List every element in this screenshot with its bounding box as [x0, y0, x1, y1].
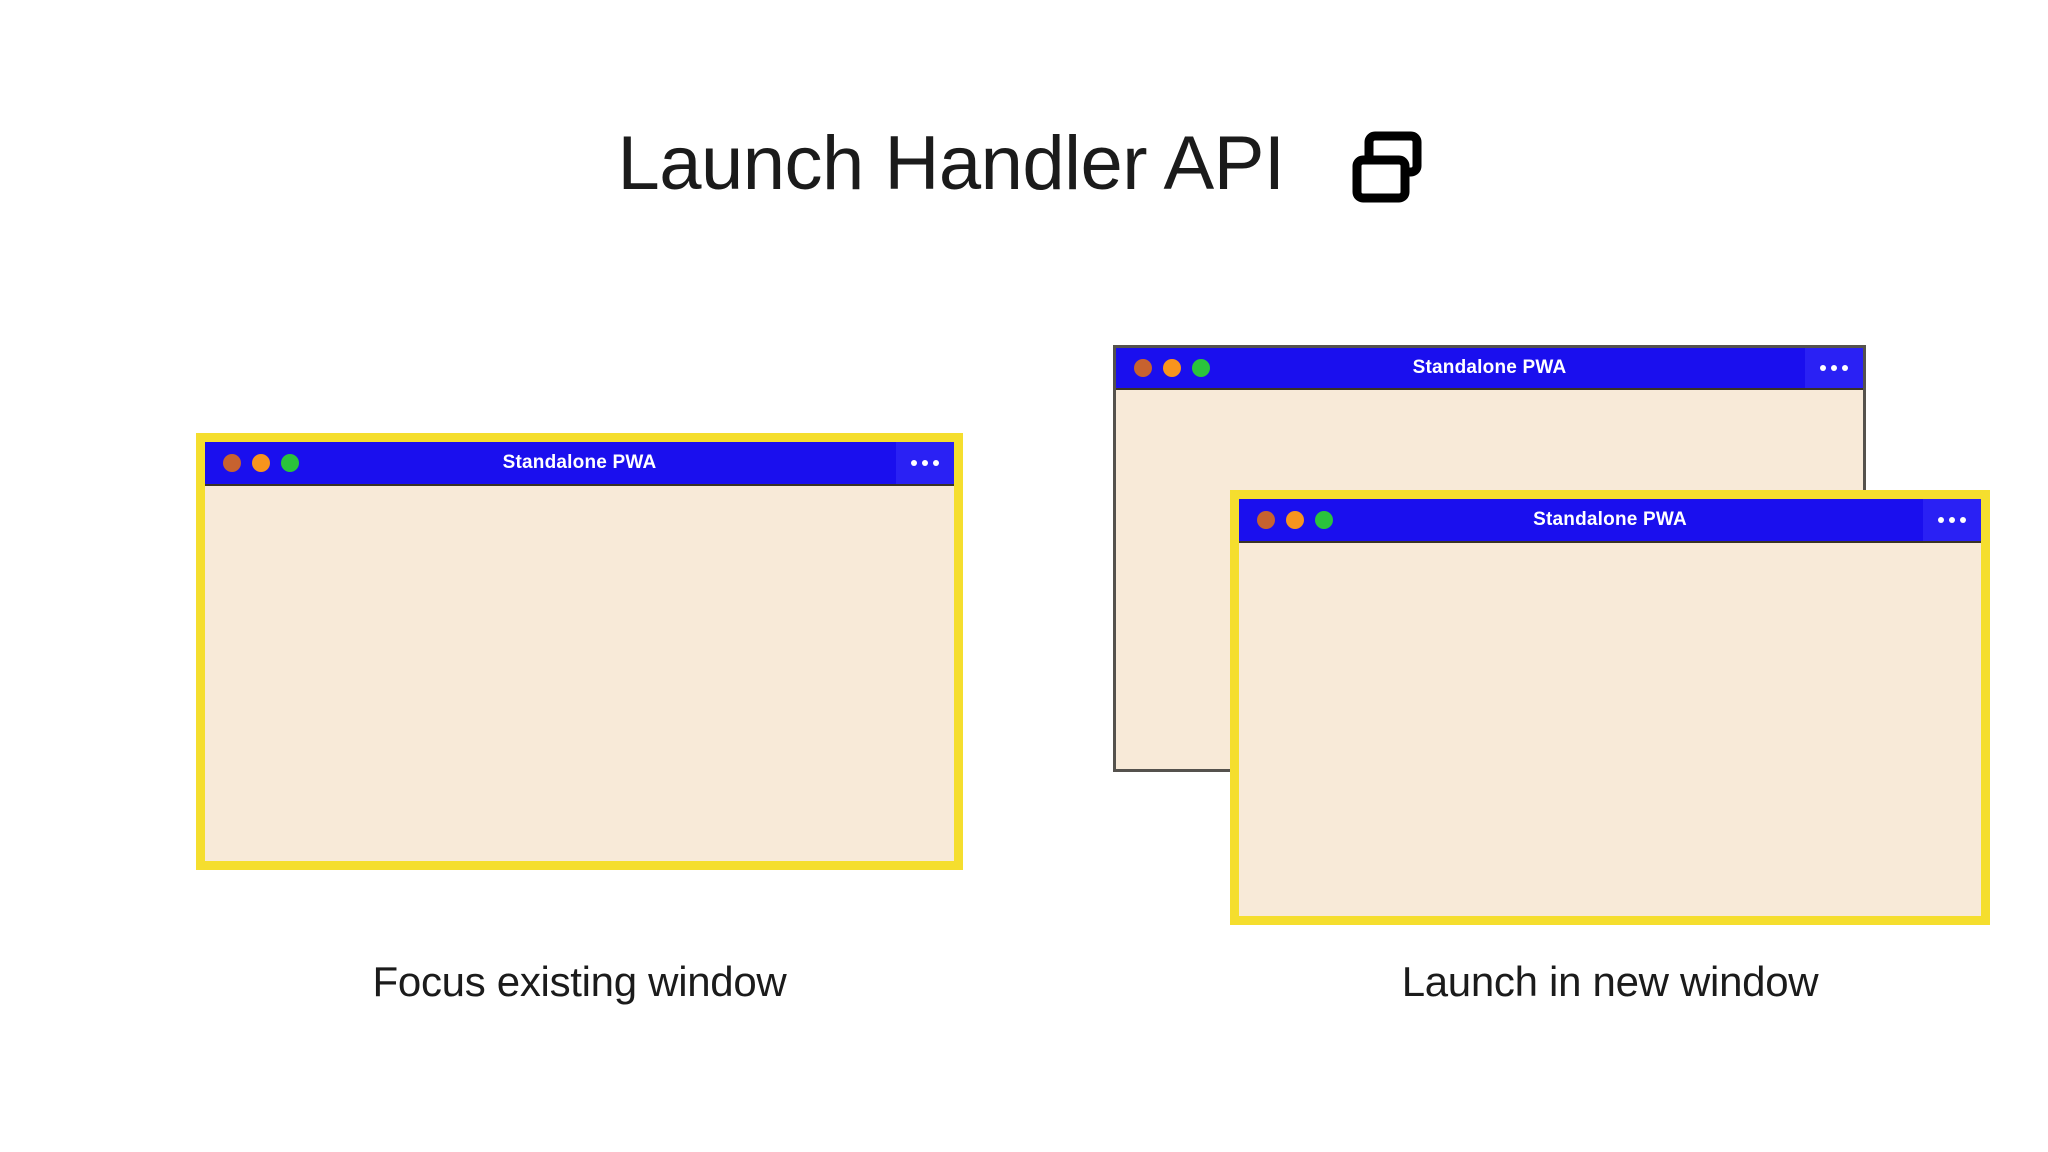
window-frame: Standalone PWA — [1239, 499, 1981, 916]
close-dot-icon[interactable] — [223, 454, 241, 472]
page-title: Launch Handler API — [617, 121, 1285, 207]
window-titlebar[interactable]: Standalone PWA — [1239, 499, 1981, 543]
window-title-text: Standalone PWA — [502, 452, 657, 473]
menu-dot-2 — [1831, 365, 1837, 371]
window-titlebar[interactable]: Standalone PWA — [205, 442, 954, 486]
overflow-menu-icon[interactable] — [1805, 348, 1863, 388]
maximize-dot-icon[interactable] — [1315, 511, 1333, 529]
window-controls[interactable] — [1239, 511, 1333, 529]
window-controls[interactable] — [1116, 359, 1210, 377]
overflow-menu-icon[interactable] — [1923, 499, 1981, 541]
window-frame: Standalone PWA — [205, 442, 954, 861]
overflow-menu-icon[interactable] — [896, 442, 954, 484]
right-group-caption: Launch in new window — [1401, 958, 1819, 1005]
menu-dot-3 — [933, 460, 939, 466]
left-group-caption: Focus existing window — [372, 958, 787, 1005]
window-titlebar[interactable]: Standalone PWA — [1116, 348, 1863, 390]
maximize-dot-icon[interactable] — [1192, 359, 1210, 377]
window-content-area — [205, 486, 954, 861]
window-title-text: Standalone PWA — [1412, 357, 1567, 378]
window-title-text: Standalone PWA — [1533, 509, 1687, 530]
left-standalone-pwa-window[interactable]: Standalone PWA — [196, 433, 963, 870]
minimize-dot-icon[interactable] — [1286, 511, 1304, 529]
window-content-area — [1239, 543, 1981, 916]
page-header: Launch Handler API — [0, 118, 2048, 210]
menu-dot-2 — [1949, 517, 1955, 523]
menu-dot-1 — [1820, 365, 1826, 371]
close-dot-icon[interactable] — [1257, 511, 1275, 529]
window-controls[interactable] — [205, 454, 299, 472]
menu-dot-1 — [1938, 517, 1944, 523]
menu-dot-2 — [922, 460, 928, 466]
close-dot-icon[interactable] — [1134, 359, 1152, 377]
minimize-dot-icon[interactable] — [1163, 359, 1181, 377]
multiple-windows-icon — [1345, 124, 1431, 210]
menu-dot-3 — [1960, 517, 1966, 523]
menu-dot-1 — [911, 460, 917, 466]
minimize-dot-icon[interactable] — [252, 454, 270, 472]
right-front-standalone-pwa-window[interactable]: Standalone PWA — [1230, 490, 1990, 925]
menu-dot-3 — [1842, 365, 1848, 371]
maximize-dot-icon[interactable] — [281, 454, 299, 472]
